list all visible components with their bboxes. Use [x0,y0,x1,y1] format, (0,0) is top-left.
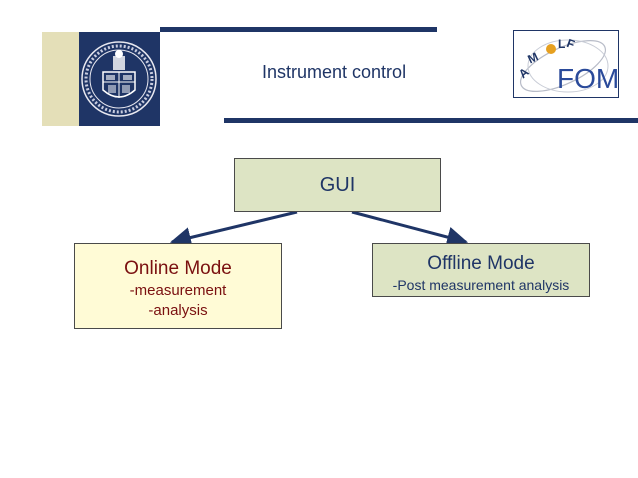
online-mode-node: Online Mode -measurement -analysis [74,243,282,329]
online-mode-line-measurement: -measurement [129,282,227,299]
online-mode-line-analysis: -analysis [148,302,208,319]
offline-mode-title: Offline Mode [427,253,535,274]
header-bottom-bar [224,118,638,123]
university-seal-logo [79,32,160,126]
fom-amolf-logo: A M L F FOM [513,30,619,98]
fom-logo-text: FOM [557,63,619,94]
offline-mode-line-post-analysis: -Post measurement analysis [392,277,570,293]
header-top-bar [160,27,437,32]
gui-node: GUI [234,158,441,212]
arrow-to-offline [351,210,469,248]
header-beige-block [42,32,79,126]
gui-node-label: GUI [319,173,356,196]
page-title: Instrument control [262,62,407,82]
svg-text:F: F [565,36,577,52]
arrow-to-online [169,210,298,248]
online-mode-title: Online Mode [124,258,232,279]
svg-text:L: L [558,37,565,51]
offline-mode-node: Offline Mode -Post measurement analysis [372,243,590,297]
